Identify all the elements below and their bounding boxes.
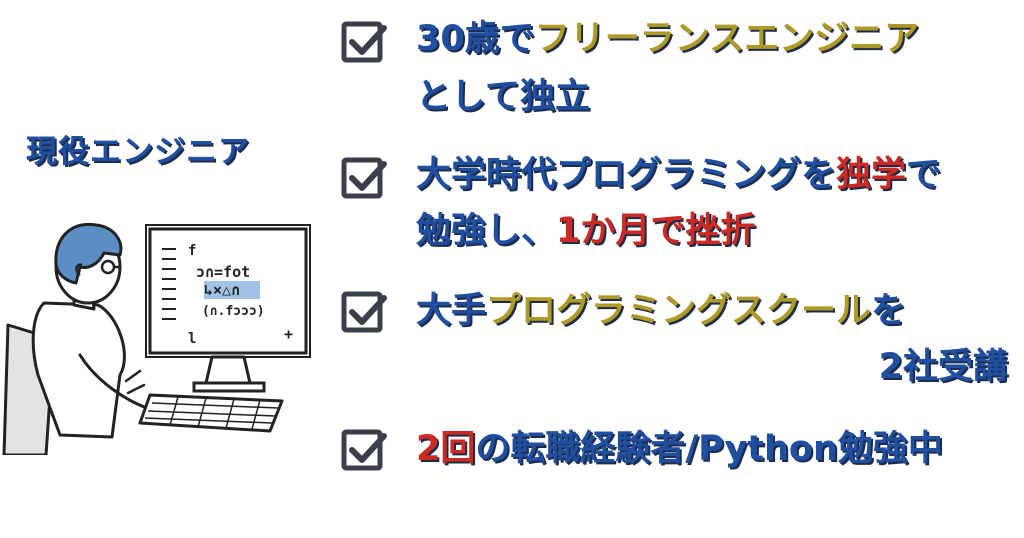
checkbox-checked-icon (341, 291, 387, 333)
code-line-5: l (188, 331, 196, 347)
item-2-line-2: 勉強し、1か月で挫折 (416, 211, 756, 251)
checkbox-checked-icon (341, 21, 387, 63)
code-line-3: ↳×△∩ (204, 281, 240, 299)
item-1-line-1: 30歳でフリーランスエンジニア (416, 19, 920, 59)
profile-title: 現役エンジニア (26, 134, 250, 170)
checkbox-checked-icon (341, 429, 387, 471)
item-3-line-2: 2社受講 (878, 347, 1008, 387)
code-line-4: (∩.fɔɔɔ) (202, 304, 265, 319)
profile-item-4: 2回の転職経験者/Python勉強中 (340, 424, 1020, 484)
profile-item-3: 大手プログラミングスクールを 2社受講 (340, 284, 1020, 394)
code-line-1: f (188, 243, 196, 259)
item-1-line-2: として独立 (416, 77, 590, 117)
code-line-2: ɔ∩=fot (196, 263, 250, 281)
item-2-line-1: 大学時代プログラミングを独学で (416, 155, 942, 195)
item-4-line-1: 2回の転職経験者/Python勉強中 (416, 429, 943, 469)
profile-item-1: 30歳でフリーランスエンジニア として独立 (340, 10, 1020, 120)
engineer-at-computer-illustration: f ɔ∩=fot ↳×△∩ (∩.fɔɔɔ) l + (2, 222, 311, 455)
checkbox-checked-icon (341, 157, 387, 199)
item-3-line-1: 大手プログラミングスクールを (416, 291, 907, 331)
code-line-6: + (284, 325, 293, 343)
profile-item-2: 大学時代プログラミングを独学で 勉強し、1か月で挫折 (340, 148, 1020, 258)
